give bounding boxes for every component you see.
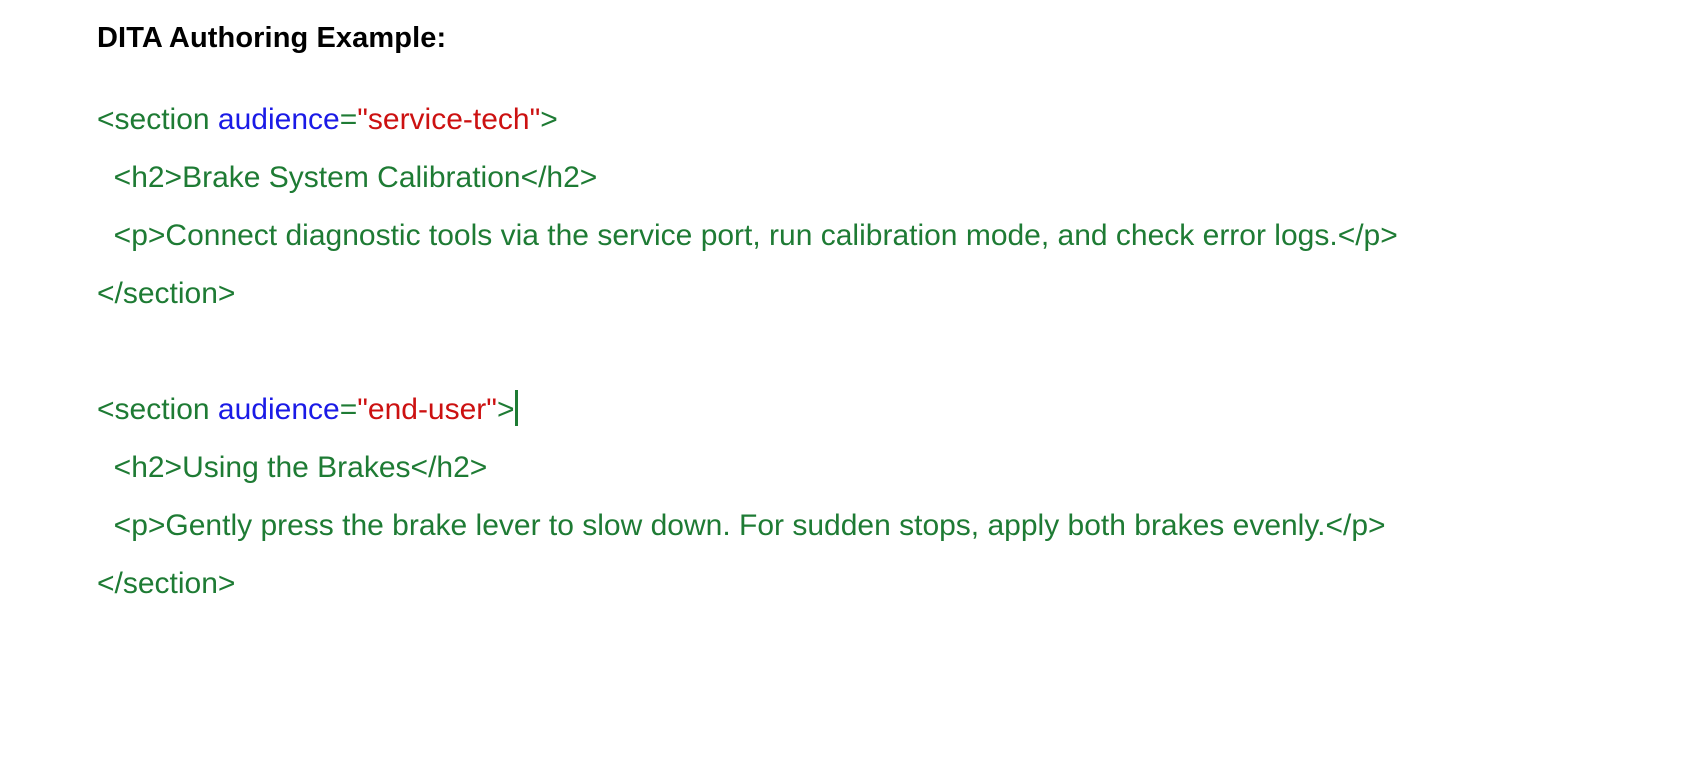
code-line[interactable]: <h2>Using the Brakes</h2> [97,439,1611,497]
code-token-tag: </h2> [410,451,488,484]
code-token-tag: <section [97,103,218,136]
code-line[interactable]: <section audience="service-tech"> [97,91,1611,149]
code-token-text: Connect diagnostic tools via the service… [165,219,1338,252]
code-line[interactable]: <p>Connect diagnostic tools via the serv… [97,207,1611,265]
dita-code-editor[interactable]: <section audience="service-tech"> <h2>Br… [97,53,1611,613]
code-token-attr: audience [217,103,340,136]
text-caret [515,390,519,426]
code-token-tag: <p> [113,219,166,252]
code-line[interactable]: <p>Gently press the brake lever to slow … [97,497,1611,555]
code-indent [97,161,114,194]
page-title: DITA Authoring Example: [97,22,447,54]
code-token-tag: </section> [97,567,236,600]
code-token-tag: </p> [1325,509,1386,542]
code-token-attr: audience [217,393,340,426]
code-line[interactable]: <h2>Brake System Calibration</h2> [97,149,1611,207]
code-token-tag: > [540,103,558,136]
code-token-text: Gently press the brake lever to slow dow… [165,509,1326,542]
code-line[interactable]: <section audience="end-user"> [97,381,1611,439]
code-line[interactable]: </section> [97,555,1611,613]
code-token-val: "end-user" [357,393,497,426]
code-token-tag: <h2> [113,451,183,484]
code-token-tag: </h2> [520,161,598,194]
code-token-tag: > [496,393,515,426]
code-indent [97,509,114,542]
code-indent [97,219,114,252]
code-indent [97,451,114,484]
code-token-tag: </p> [1337,219,1398,252]
code-token-tag: <h2> [113,161,183,194]
code-token-eq: = [339,103,358,136]
code-token-tag: <p> [113,509,166,542]
code-token-text: Using the Brakes [182,451,411,484]
code-token-tag: <section [97,393,218,426]
code-line-blank[interactable] [97,323,1611,381]
code-token-eq: = [339,393,358,426]
code-token-tag: </section> [97,277,236,310]
code-token-text: Brake System Calibration [182,161,521,194]
code-line[interactable]: </section> [97,265,1611,323]
code-token-val: "service-tech" [357,103,541,136]
